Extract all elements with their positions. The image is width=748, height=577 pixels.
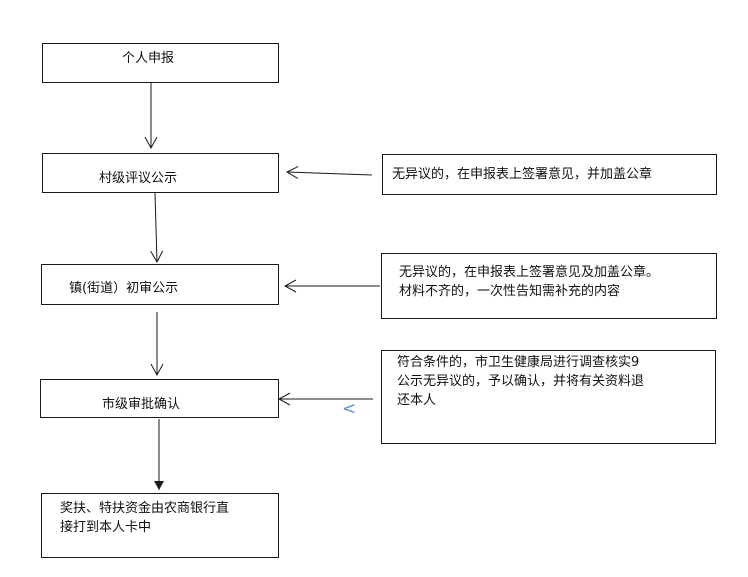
- step-village-review: 村级评议公示: [42, 153, 279, 193]
- note-city-approval: 符合条件的，市卫生健康局进行调查核实9 公示无异议的，予以确认，并将有关资料退 …: [381, 350, 716, 444]
- note-text: 无异议的，在申报表上签署意见，并加盖公章: [392, 167, 653, 182]
- step-label: 个人申报: [122, 51, 175, 66]
- step-label: 奖扶、特扶资金由农商银行直 接打到本人卡中: [60, 501, 230, 535]
- arrow-step2-to-step3: [150, 192, 164, 264]
- step-fund-transfer: 奖扶、特扶资金由农商银行直 接打到本人卡中: [41, 493, 279, 558]
- note-town-approval: 无异议的，在申报表上签署意见及加盖公章。 材料不齐的，一次性告知需补充的内容: [381, 253, 717, 319]
- step-label: 镇(街道）初审公示: [69, 281, 179, 296]
- step-town-review: 镇(街道）初审公示: [41, 264, 279, 305]
- note-text: 符合条件的，市卫生健康局进行调查核实9 公示无异议的，予以确认，并将有关资料退 …: [397, 355, 645, 408]
- step-label: 市级审批确认: [102, 397, 181, 412]
- note-text: 无异议的，在申报表上签署意见及加盖公章。 材料不齐的，一次性告知需补充的内容: [399, 265, 660, 299]
- arrow-note1-to-step2: [285, 165, 373, 179]
- step-label: 村级评议公示: [99, 171, 178, 186]
- stray-chevron-icon: <: [342, 399, 357, 419]
- step-personal-application: 个人申报: [42, 43, 279, 83]
- note-village-approval: 无异议的，在申报表上签署意见，并加盖公章: [382, 154, 717, 195]
- step-city-approval: 市级审批确认: [40, 379, 279, 418]
